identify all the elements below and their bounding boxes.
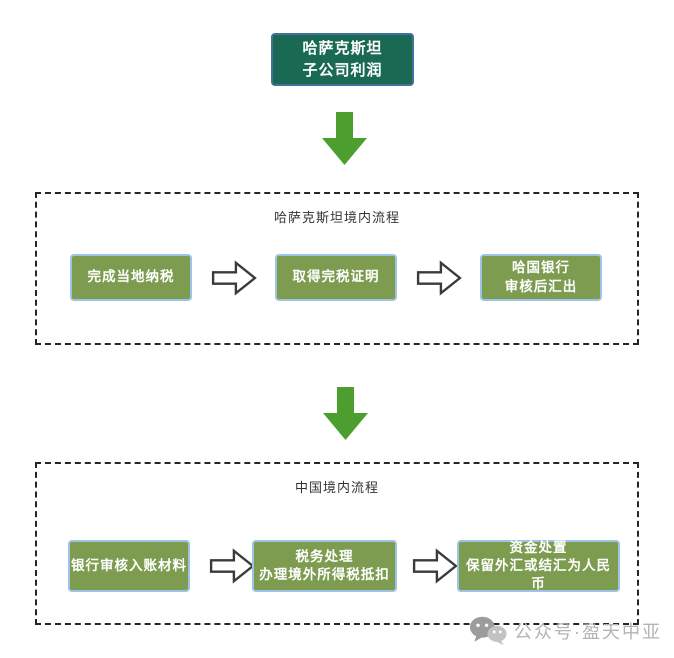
right-block-arrow-icon: [416, 260, 462, 296]
top-node-kazakhstan-subsidiary-profit: 哈萨克斯坦 子公司利润: [271, 33, 414, 86]
step-label-line2: 办理境外所得税抵扣: [259, 567, 390, 582]
step-label: 完成当地纳税: [87, 269, 175, 285]
section-kazakhstan-title: 哈萨克斯坦境内流程: [273, 210, 400, 225]
step-bank-review-remit: 哈国银行 审核后汇出: [480, 254, 602, 301]
down-block-arrow-icon: [323, 387, 368, 440]
step-label-line2: 审核后汇出: [504, 278, 578, 294]
step-label: 取得完税证明: [292, 269, 380, 285]
right-block-arrow-icon: [412, 548, 458, 584]
section-kazakhstan-process: 哈萨克斯坦境内流程 完成当地纳税 取得完税证明 哈国银行 审核后汇出: [35, 192, 639, 345]
wechat-icon: [469, 616, 507, 646]
step-tax-processing-deduction: 税务处理 办理境外所得税抵扣: [252, 540, 397, 592]
step-label-line1: 税务处理: [295, 548, 354, 564]
step-obtain-tax-certificate: 取得完税证明: [275, 254, 397, 301]
top-node-line1: 哈萨克斯坦: [302, 39, 383, 57]
step-label-line2: 保留外汇或结汇为人民币: [466, 557, 611, 592]
step-bank-review-materials: 银行审核入账材料: [68, 540, 190, 592]
step-label-line1: 资金处置: [509, 539, 568, 555]
step-fund-disposal: 资金处置 保留外汇或结汇为人民币: [457, 540, 620, 592]
watermark: 公众号·盈天中亚: [469, 615, 662, 646]
watermark-text: 公众号·盈天中亚: [514, 621, 662, 642]
right-block-arrow-icon: [211, 260, 257, 296]
right-block-arrow-icon: [209, 548, 255, 584]
step-label-line1: 哈国银行: [512, 260, 570, 276]
down-block-arrow-icon: [322, 112, 367, 165]
step-complete-local-tax: 完成当地纳税: [70, 254, 192, 301]
section-china-title: 中国境内流程: [294, 480, 379, 495]
section-china-process: 中国境内流程 银行审核入账材料 税务处理 办理境外所得税抵扣 资金处置 保留外汇…: [35, 462, 639, 625]
step-label: 银行审核入账材料: [71, 557, 187, 573]
top-node-line2: 子公司利润: [302, 61, 383, 79]
